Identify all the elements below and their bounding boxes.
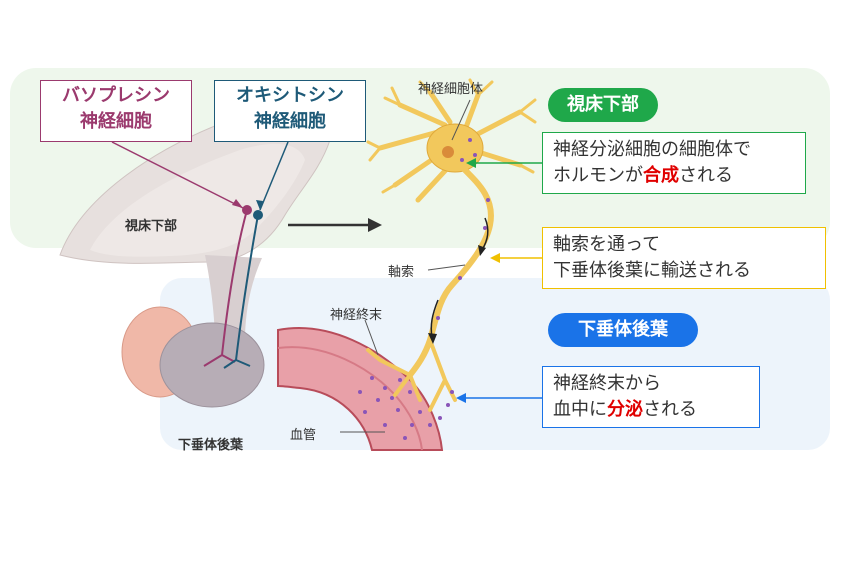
hypothalamus-pill: 視床下部 xyxy=(548,88,658,122)
synthesis-line1: 神経分泌細胞の細胞体で xyxy=(553,139,751,160)
synthesis-highlight: 合成 xyxy=(643,165,679,186)
axon-label: 軸索 xyxy=(388,265,415,280)
secretion-info-box: 神経終末から 血中に分泌される xyxy=(542,366,760,428)
blood-vessel-label: 血管 xyxy=(290,428,317,443)
hormone-vesicles xyxy=(358,138,490,440)
terminal-leader xyxy=(364,319,379,356)
synthesis-line2-pre: ホルモンが xyxy=(553,165,643,186)
vasopressin-label-line1: バソプレシン xyxy=(62,85,170,106)
vasopressin-cell-dot xyxy=(242,205,252,215)
synthesis-info-box: 神経分泌細胞の細胞体で ホルモンが合成される xyxy=(542,132,806,194)
nerve-terminal-label: 神経終末 xyxy=(330,308,383,323)
vasopressin-pointer xyxy=(111,141,244,209)
oxytocin-cell-dot xyxy=(253,210,263,220)
transport-line2: 下垂体後葉に輸送される xyxy=(553,260,751,281)
axon-leader xyxy=(427,264,466,271)
secretion-line2-pre: 血中に xyxy=(553,399,607,420)
oxytocin-pointer xyxy=(259,141,289,211)
secretion-line2: 血中に分泌される xyxy=(553,397,749,423)
synthesis-line2: ホルモンが合成される xyxy=(553,163,795,189)
transport-info-box: 軸索を通って 下垂体後葉に輸送される xyxy=(542,227,826,289)
cell-body-label: 神経細胞体 xyxy=(418,82,484,97)
hypothalamus-inner xyxy=(90,143,305,257)
vasopressin-axon-tract xyxy=(203,209,248,367)
oxytocin-axon-tract xyxy=(223,214,259,369)
transport-line1: 軸索を通って xyxy=(553,234,661,255)
synthesis-line2-post: される xyxy=(679,165,733,186)
posterior-pituitary-pill: 下垂体後葉 xyxy=(548,313,698,347)
oxytocin-label-line1: オキシトシン xyxy=(236,85,344,106)
neuron xyxy=(366,78,537,412)
posterior-pituitary-anatomy-label: 下垂体後葉 xyxy=(178,438,244,453)
blood-vessel xyxy=(277,327,444,451)
secretion-line1: 神経終末から xyxy=(553,373,661,394)
oxytocin-neuron-label: オキシトシン 神経細胞 xyxy=(214,80,366,142)
cell-body-leader xyxy=(451,99,471,141)
vasopressin-label-line2: 神経細胞 xyxy=(80,111,152,132)
vasopressin-neuron-label: バソプレシン 神経細胞 xyxy=(40,80,192,142)
secretion-highlight: 分泌 xyxy=(607,399,643,420)
oxytocin-label-line2: 神経細胞 xyxy=(254,111,326,132)
secretion-line2-post: される xyxy=(643,399,697,420)
hypothalamus-anatomy-label: 視床下部 xyxy=(125,219,178,234)
